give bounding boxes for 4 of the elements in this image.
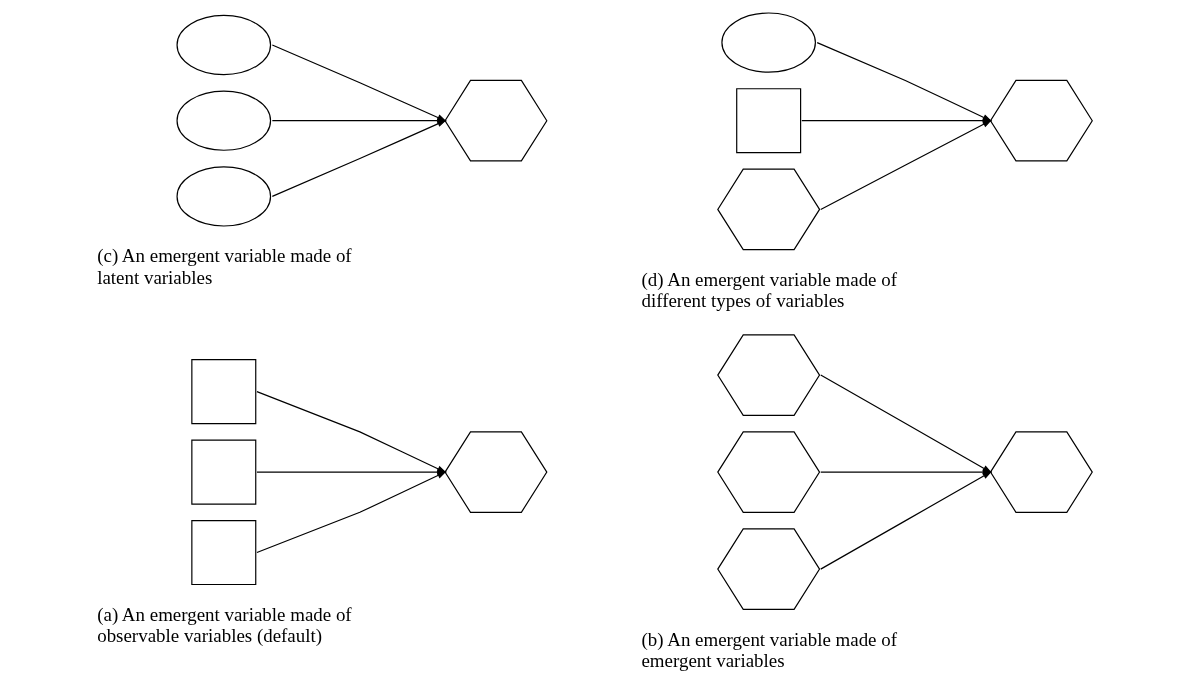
label: (c) An emergent variable made of latent variables: [96, 245, 352, 288]
label: (a) An emergent variable made of observable variables (default): [96, 603, 352, 647]
label: (d) An emergent variable made of different types of variables: [640, 269, 897, 312]
label: (b) An emergent variable made of emergent variables: [640, 628, 897, 672]
